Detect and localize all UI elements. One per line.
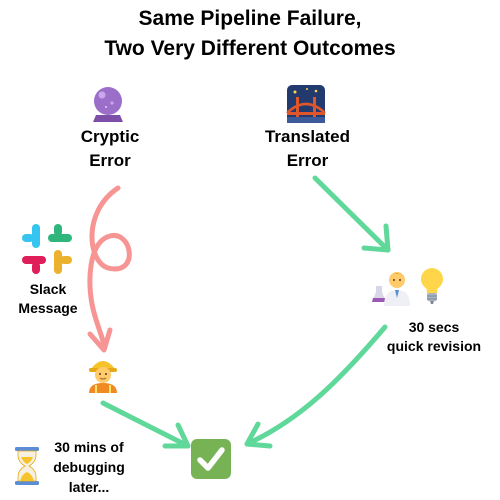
quick-revision-label: 30 secs quick revision bbox=[386, 319, 482, 354]
hourglass-icon bbox=[15, 447, 39, 485]
worker-to-check-arrow bbox=[100, 400, 191, 449]
left-curly-arrowhead bbox=[87, 327, 113, 353]
construction-worker-icon bbox=[89, 361, 117, 393]
crystal-ball-icon bbox=[93, 87, 123, 122]
scientist-icon bbox=[372, 272, 410, 306]
bridge-at-night-icon bbox=[286, 85, 326, 123]
title-line-2: Two Very Different Outcomes bbox=[104, 37, 396, 60]
scientist-to-check-arrow bbox=[244, 324, 388, 447]
slack-message-label: Slack Message bbox=[18, 281, 78, 316]
diagram-title: Same Pipeline Failure, Two Very Differen… bbox=[0, 4, 500, 64]
left-curly-arrow bbox=[87, 185, 132, 351]
translated-to-scientist-arrowhead bbox=[361, 223, 391, 253]
scientist-to-check-arrowhead bbox=[244, 421, 273, 449]
worker-to-check-arrowhead bbox=[162, 422, 191, 449]
title-line-1: Same Pipeline Failure, bbox=[138, 7, 362, 30]
light-bulb-icon bbox=[421, 268, 443, 304]
slack-logo-icon bbox=[22, 224, 72, 274]
debugging-time-label: 30 mins of debugging later... bbox=[53, 439, 125, 495]
check-mark-icon bbox=[191, 439, 231, 479]
cryptic-error-label: Cryptic Error bbox=[80, 127, 140, 170]
translated-error-label: Translated Error bbox=[264, 127, 351, 170]
translated-to-scientist-arrow bbox=[312, 175, 391, 253]
